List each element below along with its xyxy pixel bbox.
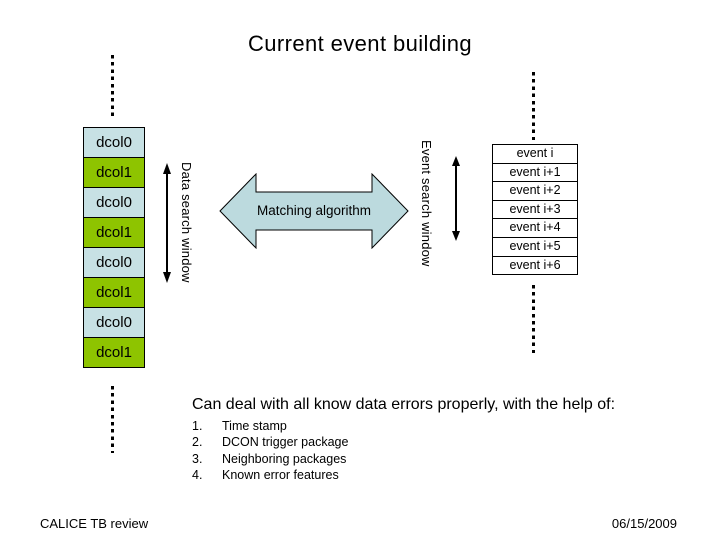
slide-title: Current event building bbox=[247, 31, 473, 56]
notes-list: 1. Time stamp 2. DCON trigger package 3.… bbox=[192, 418, 348, 483]
data-search-window-label: Data search window bbox=[179, 162, 194, 283]
dcol-cell: dcol1 bbox=[83, 337, 145, 368]
notes-item: 3. Neighboring packages bbox=[192, 451, 348, 467]
notes-item-number: 2. bbox=[192, 435, 203, 450]
dcol-column: dcol0 dcol1 dcol0 dcol1 dcol0 dcol1 dcol… bbox=[83, 127, 145, 368]
notes-item: 4. Known error features bbox=[192, 467, 348, 483]
dotted-line-top-right bbox=[532, 72, 535, 140]
footer-date: 06/15/2009 bbox=[611, 516, 677, 531]
dcol-cell: dcol1 bbox=[83, 157, 145, 188]
event-row: event i+4 bbox=[492, 218, 578, 238]
event-table: event i event i+1 event i+2 event i+3 ev… bbox=[492, 144, 578, 276]
event-row: event i+5 bbox=[492, 236, 578, 257]
event-row: event i bbox=[492, 144, 578, 164]
dcol-cell: dcol1 bbox=[83, 277, 145, 308]
notes-item-text: Neighboring packages bbox=[222, 451, 347, 466]
dcol-cell: dcol0 bbox=[83, 127, 145, 158]
footer-author: CALICE TB review bbox=[40, 516, 149, 531]
dcol-cell: dcol0 bbox=[83, 247, 145, 278]
notes-item-text: Known error features bbox=[222, 467, 339, 482]
matching-algorithm-label: Matching algorithm bbox=[256, 203, 372, 218]
event-row: event i+1 bbox=[492, 162, 578, 183]
dcol-cell: dcol1 bbox=[83, 217, 145, 248]
matching-algorithm-arrow bbox=[219, 173, 409, 249]
notes-item: 2. DCON trigger package bbox=[192, 434, 348, 450]
event-search-window-arrow bbox=[452, 156, 460, 241]
dotted-line-top-left bbox=[111, 55, 114, 120]
notes-item-number: 1. bbox=[192, 419, 203, 433]
dotted-line-bottom-left bbox=[111, 386, 114, 453]
dotted-line-bottom-right bbox=[532, 285, 535, 353]
notes-heading: Can deal with all know data errors prope… bbox=[192, 396, 616, 413]
event-row: event i+3 bbox=[492, 199, 578, 220]
event-search-window-label: Event search window bbox=[419, 140, 434, 267]
notes-item-number: 3. bbox=[192, 451, 203, 466]
event-row: event i+2 bbox=[492, 181, 578, 201]
dcol-cell: dcol0 bbox=[83, 307, 145, 338]
event-row: event i+6 bbox=[492, 255, 578, 276]
notes-item-number: 4. bbox=[192, 467, 203, 482]
notes-item-text: Time stamp bbox=[222, 419, 287, 433]
data-search-window-arrow bbox=[163, 163, 171, 283]
notes-item: 1. Time stamp bbox=[192, 418, 348, 434]
dcol-cell: dcol0 bbox=[83, 187, 145, 218]
notes-item-text: DCON trigger package bbox=[222, 435, 349, 450]
